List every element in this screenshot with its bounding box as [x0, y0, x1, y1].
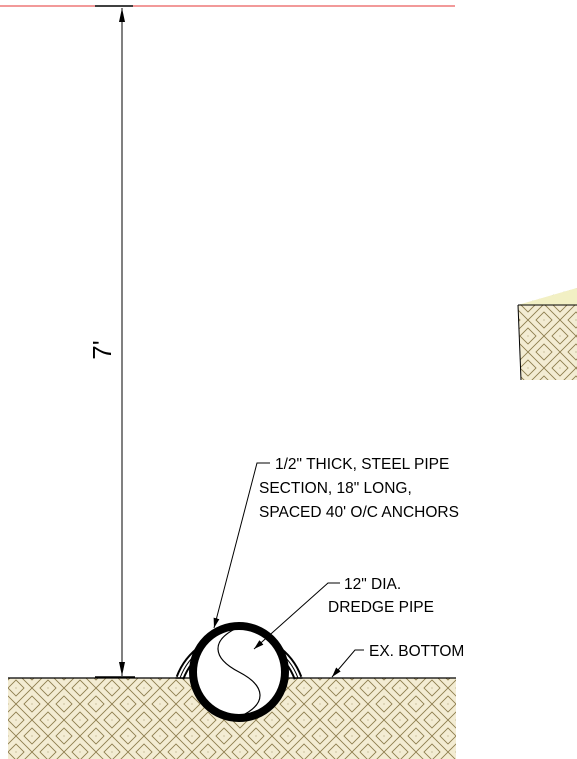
anchor-callout-line-1: 1/2" THICK, STEEL PIPE [275, 456, 449, 473]
bottom-callout-leader [331, 649, 364, 678]
depth-dimension [95, 8, 135, 678]
pipe-callout-line-1: 12" DIA. [344, 576, 401, 593]
anchor-callout-line-2: SECTION, 18" LONG, [259, 480, 412, 497]
pipe-callout-line-2: DREDGE PIPE [328, 599, 434, 616]
pipe-callout-leader [253, 582, 340, 650]
pipe-break-line [217, 626, 261, 718]
depth-dimension-label: 7' [87, 340, 117, 359]
bottom-callout-label: EX. BOTTOM [369, 643, 464, 660]
anchor-callout-line-3: SPACED 40' O/C ANCHORS [259, 504, 459, 521]
anchor-callout-leader [213, 462, 270, 629]
bank-fragment [517, 288, 577, 381]
